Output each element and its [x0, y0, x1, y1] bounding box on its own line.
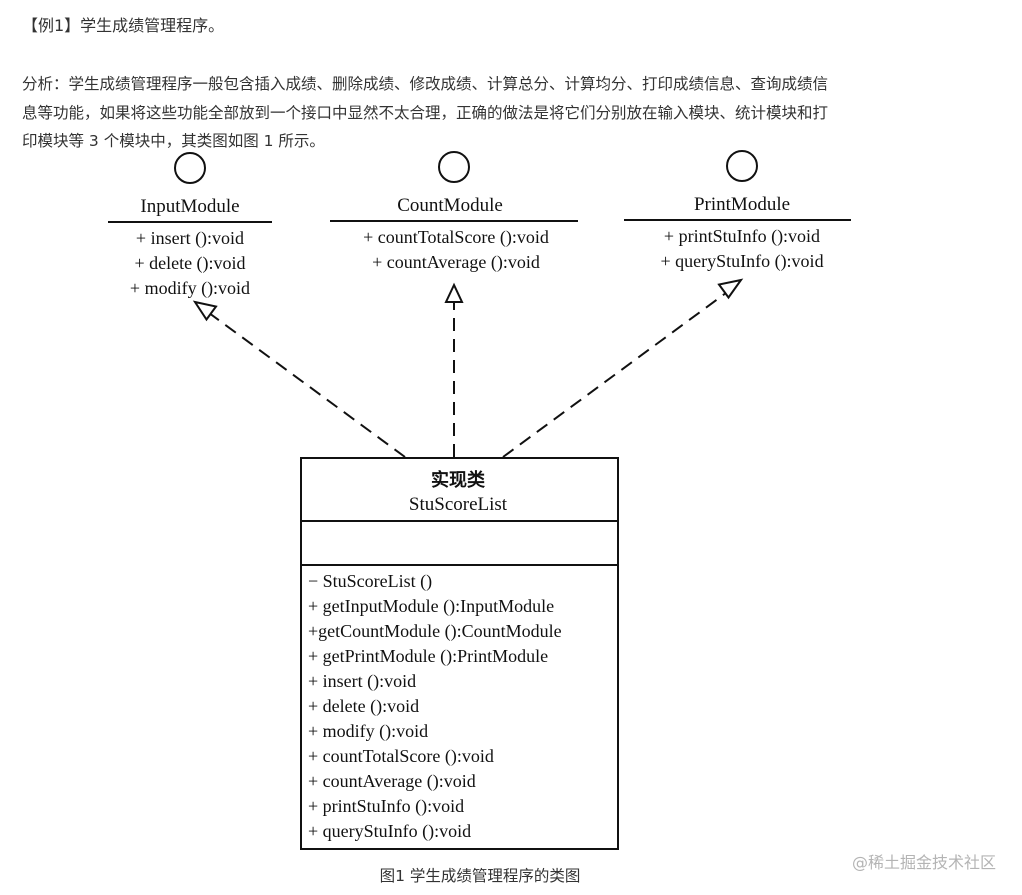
- class-method: + queryStuInfo ():void: [308, 821, 471, 842]
- interface-method: + modify ():void: [130, 278, 250, 299]
- class-method: + delete ():void: [308, 696, 419, 717]
- interface-name: PrintModule: [694, 194, 790, 215]
- interface-input-module: InputModule + insert ():void + delete ()…: [108, 152, 272, 299]
- class-method: + insert ():void: [308, 671, 416, 692]
- class-method: +getCountModule ():CountModule: [308, 621, 562, 642]
- class-box: [300, 457, 619, 850]
- interface-count-module: CountModule + countTotalScore ():void + …: [330, 151, 578, 273]
- class-name: StuScoreList: [409, 494, 508, 515]
- class-stereotype: 实现类: [431, 469, 486, 491]
- class-method: + getInputModule ():InputModule: [308, 596, 554, 617]
- arrowhead-icon: [717, 278, 744, 300]
- class-method: − StuScoreList (): [308, 571, 432, 592]
- interface-method: + insert ():void: [136, 228, 244, 249]
- analysis-line: 印模块等 3 个模块中，其类图如图 1 所示。: [22, 132, 325, 150]
- analysis-paragraph: 分析：学生成绩管理程序一般包含插入成绩、删除成绩、修改成绩、计算总分、计算均分、…: [22, 70, 957, 156]
- interface-lollipop-icon: [438, 151, 470, 183]
- watermark: @稀土掘金技术社区: [851, 853, 996, 872]
- interface-name: InputModule: [140, 196, 239, 217]
- interface-method: + countTotalScore ():void: [363, 227, 549, 248]
- class-method: + getPrintModule ():PrintModule: [308, 646, 548, 667]
- interface-method: + queryStuInfo ():void: [660, 251, 823, 272]
- interface-lollipop-icon: [174, 152, 206, 184]
- figure-caption: 图1 学生成绩管理程序的类图: [379, 867, 581, 885]
- class-method: + printStuInfo ():void: [308, 796, 464, 817]
- interface-method: + delete ():void: [134, 253, 245, 274]
- interface-name: CountModule: [397, 195, 503, 216]
- realization-arrows: [192, 278, 744, 458]
- example-heading: 【例1】学生成绩管理程序。: [22, 16, 225, 35]
- class-method: + countAverage ():void: [308, 771, 476, 792]
- realization-arrow-print: [502, 289, 731, 458]
- interface-print-module: PrintModule + printStuInfo ():void + que…: [624, 150, 851, 272]
- realization-arrow-input: [204, 309, 406, 458]
- analysis-line: 息等功能，如果将这些功能全部放到一个接口中显然不太合理，正确的做法是将它们分别放…: [22, 103, 829, 122]
- interface-method: + countAverage ():void: [372, 252, 540, 273]
- interface-lollipop-icon: [726, 150, 758, 182]
- arrowhead-icon: [192, 300, 218, 322]
- class-stu-score-list: 实现类 StuScoreList − StuScoreList () + get…: [300, 457, 619, 850]
- class-method: + countTotalScore ():void: [308, 746, 494, 767]
- interface-method: + printStuInfo ():void: [664, 226, 820, 247]
- arrowhead-icon: [444, 282, 464, 303]
- class-method: + modify ():void: [308, 721, 428, 742]
- analysis-line: 分析：学生成绩管理程序一般包含插入成绩、删除成绩、修改成绩、计算总分、计算均分、…: [22, 75, 829, 93]
